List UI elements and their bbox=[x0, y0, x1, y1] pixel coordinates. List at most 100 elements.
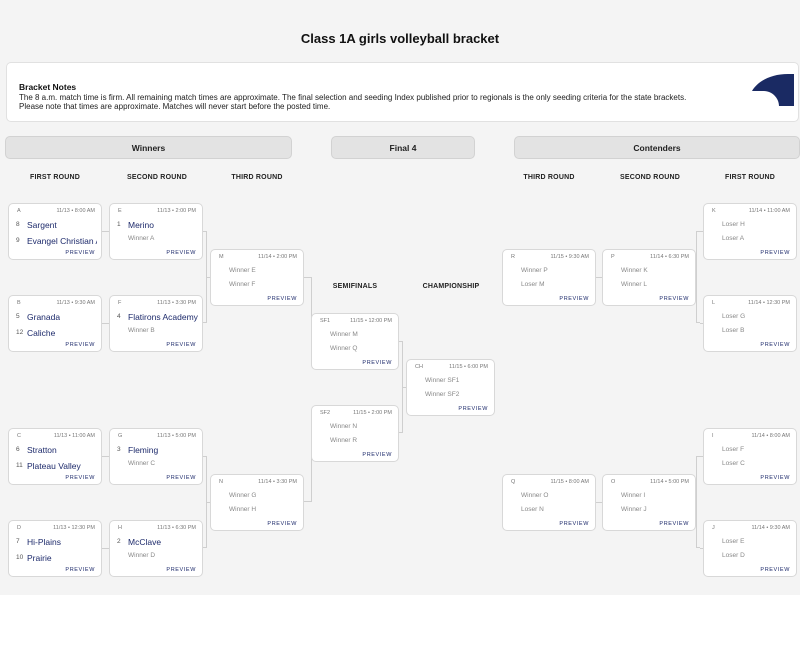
preview-link[interactable]: PREVIEW bbox=[362, 360, 392, 366]
team-name[interactable]: Merino bbox=[128, 219, 154, 230]
team-name[interactable]: Flatirons Academy bbox=[128, 311, 198, 322]
match-id: D bbox=[17, 525, 21, 531]
team-row[interactable]: 2 McClave bbox=[117, 535, 198, 548]
match-time: 11/13 • 3:30 PM bbox=[157, 300, 196, 306]
team-name[interactable]: Fleming bbox=[128, 444, 159, 455]
match-card-sf2[interactable]: SF2 11/15 • 2:00 PM Winner N Winner R PR… bbox=[311, 405, 399, 462]
team-seed: 6 bbox=[16, 446, 20, 453]
team-seed: 2 bbox=[117, 538, 121, 545]
pending-team: Winner F bbox=[229, 281, 256, 288]
preview-link[interactable]: PREVIEW bbox=[166, 567, 196, 573]
pending-team: Winner N bbox=[330, 423, 358, 430]
team-row[interactable]: 9 Evangel Christian Academy bbox=[16, 234, 97, 247]
match-card-sf1[interactable]: SF1 11/15 • 12:00 PM Winner M Winner Q P… bbox=[311, 313, 399, 370]
team-name[interactable]: Hi-Plains bbox=[27, 536, 62, 547]
match-card-k[interactable]: K 11/14 • 11:00 AM Loser H Loser A PREVI… bbox=[703, 203, 797, 260]
team-name[interactable]: Stratton bbox=[27, 444, 57, 455]
pending-team: Winner G bbox=[229, 492, 257, 499]
region-contenders[interactable]: Contenders bbox=[514, 136, 800, 159]
team-name[interactable]: Evangel Christian Academy bbox=[27, 235, 97, 246]
team-name[interactable]: Sargent bbox=[27, 219, 57, 230]
match-card-ch[interactable]: CH 11/15 • 6:00 PM Winner SF1 Winner SF2… bbox=[406, 359, 495, 416]
preview-link[interactable]: PREVIEW bbox=[760, 342, 790, 348]
team-seed: 9 bbox=[16, 237, 20, 244]
pending-team: Loser E bbox=[722, 538, 745, 545]
team-name[interactable]: Caliche bbox=[27, 327, 56, 338]
match-id: I bbox=[712, 433, 714, 439]
team-name[interactable]: Plateau Valley bbox=[27, 460, 81, 471]
preview-link[interactable]: PREVIEW bbox=[760, 250, 790, 256]
team-name[interactable]: McClave bbox=[128, 536, 162, 547]
match-time: 11/15 • 12:00 PM bbox=[350, 318, 392, 324]
preview-link[interactable]: PREVIEW bbox=[65, 250, 95, 256]
match-time: 11/14 • 12:30 PM bbox=[748, 300, 790, 306]
match-card-j[interactable]: J 11/14 • 9:30 AM Loser E Loser D PREVIE… bbox=[703, 520, 797, 577]
match-id: G bbox=[118, 433, 123, 439]
round-label-semifinals: SEMIFINALS bbox=[332, 283, 378, 290]
match-card-r[interactable]: R 11/15 • 9:30 AM Winner P Loser M PREVI… bbox=[502, 249, 596, 306]
preview-link[interactable]: PREVIEW bbox=[267, 521, 297, 527]
match-card-i[interactable]: I 11/14 • 8:00 AM Loser F Loser C PREVIE… bbox=[703, 428, 797, 485]
match-time: 11/13 • 8:00 AM bbox=[56, 208, 95, 214]
team-name[interactable]: Granada bbox=[27, 311, 61, 322]
preview-link[interactable]: PREVIEW bbox=[267, 296, 297, 302]
preview-link[interactable]: PREVIEW bbox=[65, 342, 95, 348]
preview-link[interactable]: PREVIEW bbox=[659, 521, 689, 527]
preview-link[interactable]: PREVIEW bbox=[65, 475, 95, 481]
round-label-second: SECOND ROUND bbox=[127, 174, 187, 181]
match-id: L bbox=[712, 300, 716, 306]
team-seed: 10 bbox=[16, 554, 24, 561]
preview-link[interactable]: PREVIEW bbox=[559, 521, 589, 527]
pending-team: Winner K bbox=[621, 267, 648, 274]
match-time: 11/15 • 8:00 AM bbox=[550, 479, 589, 485]
match-id: F bbox=[118, 300, 122, 306]
match-card-n[interactable]: N 11/14 • 3:30 PM Winner G Winner H PREV… bbox=[210, 474, 304, 531]
team-seed: 4 bbox=[117, 313, 121, 320]
match-id: N bbox=[219, 479, 223, 485]
match-card-m[interactable]: M 11/14 • 2:00 PM Winner E Winner F PREV… bbox=[210, 249, 304, 306]
match-id: E bbox=[118, 208, 122, 214]
preview-link[interactable]: PREVIEW bbox=[65, 567, 95, 573]
team-row[interactable]: 4 Flatirons Academy bbox=[117, 310, 198, 323]
region-winners[interactable]: Winners bbox=[5, 136, 292, 159]
round-label-first: FIRST ROUND bbox=[724, 174, 776, 181]
preview-link[interactable]: PREVIEW bbox=[659, 296, 689, 302]
preview-link[interactable]: PREVIEW bbox=[760, 475, 790, 481]
preview-link[interactable]: PREVIEW bbox=[458, 406, 488, 412]
pending-team: Winner M bbox=[330, 331, 358, 338]
preview-link[interactable]: PREVIEW bbox=[166, 475, 196, 481]
round-label-third: THIRD ROUND bbox=[523, 174, 575, 181]
match-card-o[interactable]: O 11/14 • 5:00 PM Winner I Winner J PREV… bbox=[602, 474, 696, 531]
preview-link[interactable]: PREVIEW bbox=[166, 342, 196, 348]
pending-team: Winner O bbox=[521, 492, 549, 499]
match-id: C bbox=[17, 433, 21, 439]
preview-link[interactable]: PREVIEW bbox=[362, 452, 392, 458]
region-final4[interactable]: Final 4 bbox=[331, 136, 475, 159]
team-name[interactable]: Prairie bbox=[27, 552, 52, 563]
logo-icon bbox=[752, 74, 794, 106]
preview-link[interactable]: PREVIEW bbox=[760, 567, 790, 573]
match-card-p[interactable]: P 11/14 • 6:30 PM Winner K Winner L PREV… bbox=[602, 249, 696, 306]
round-label-third: THIRD ROUND bbox=[231, 174, 283, 181]
match-card-l[interactable]: L 11/14 • 12:30 PM Loser G Loser B PREVI… bbox=[703, 295, 797, 352]
team-row[interactable]: 6 Stratton bbox=[16, 443, 97, 456]
match-card-q[interactable]: Q 11/15 • 8:00 AM Winner O Loser N PREVI… bbox=[502, 474, 596, 531]
preview-link[interactable]: PREVIEW bbox=[166, 250, 196, 256]
preview-link[interactable]: PREVIEW bbox=[559, 296, 589, 302]
